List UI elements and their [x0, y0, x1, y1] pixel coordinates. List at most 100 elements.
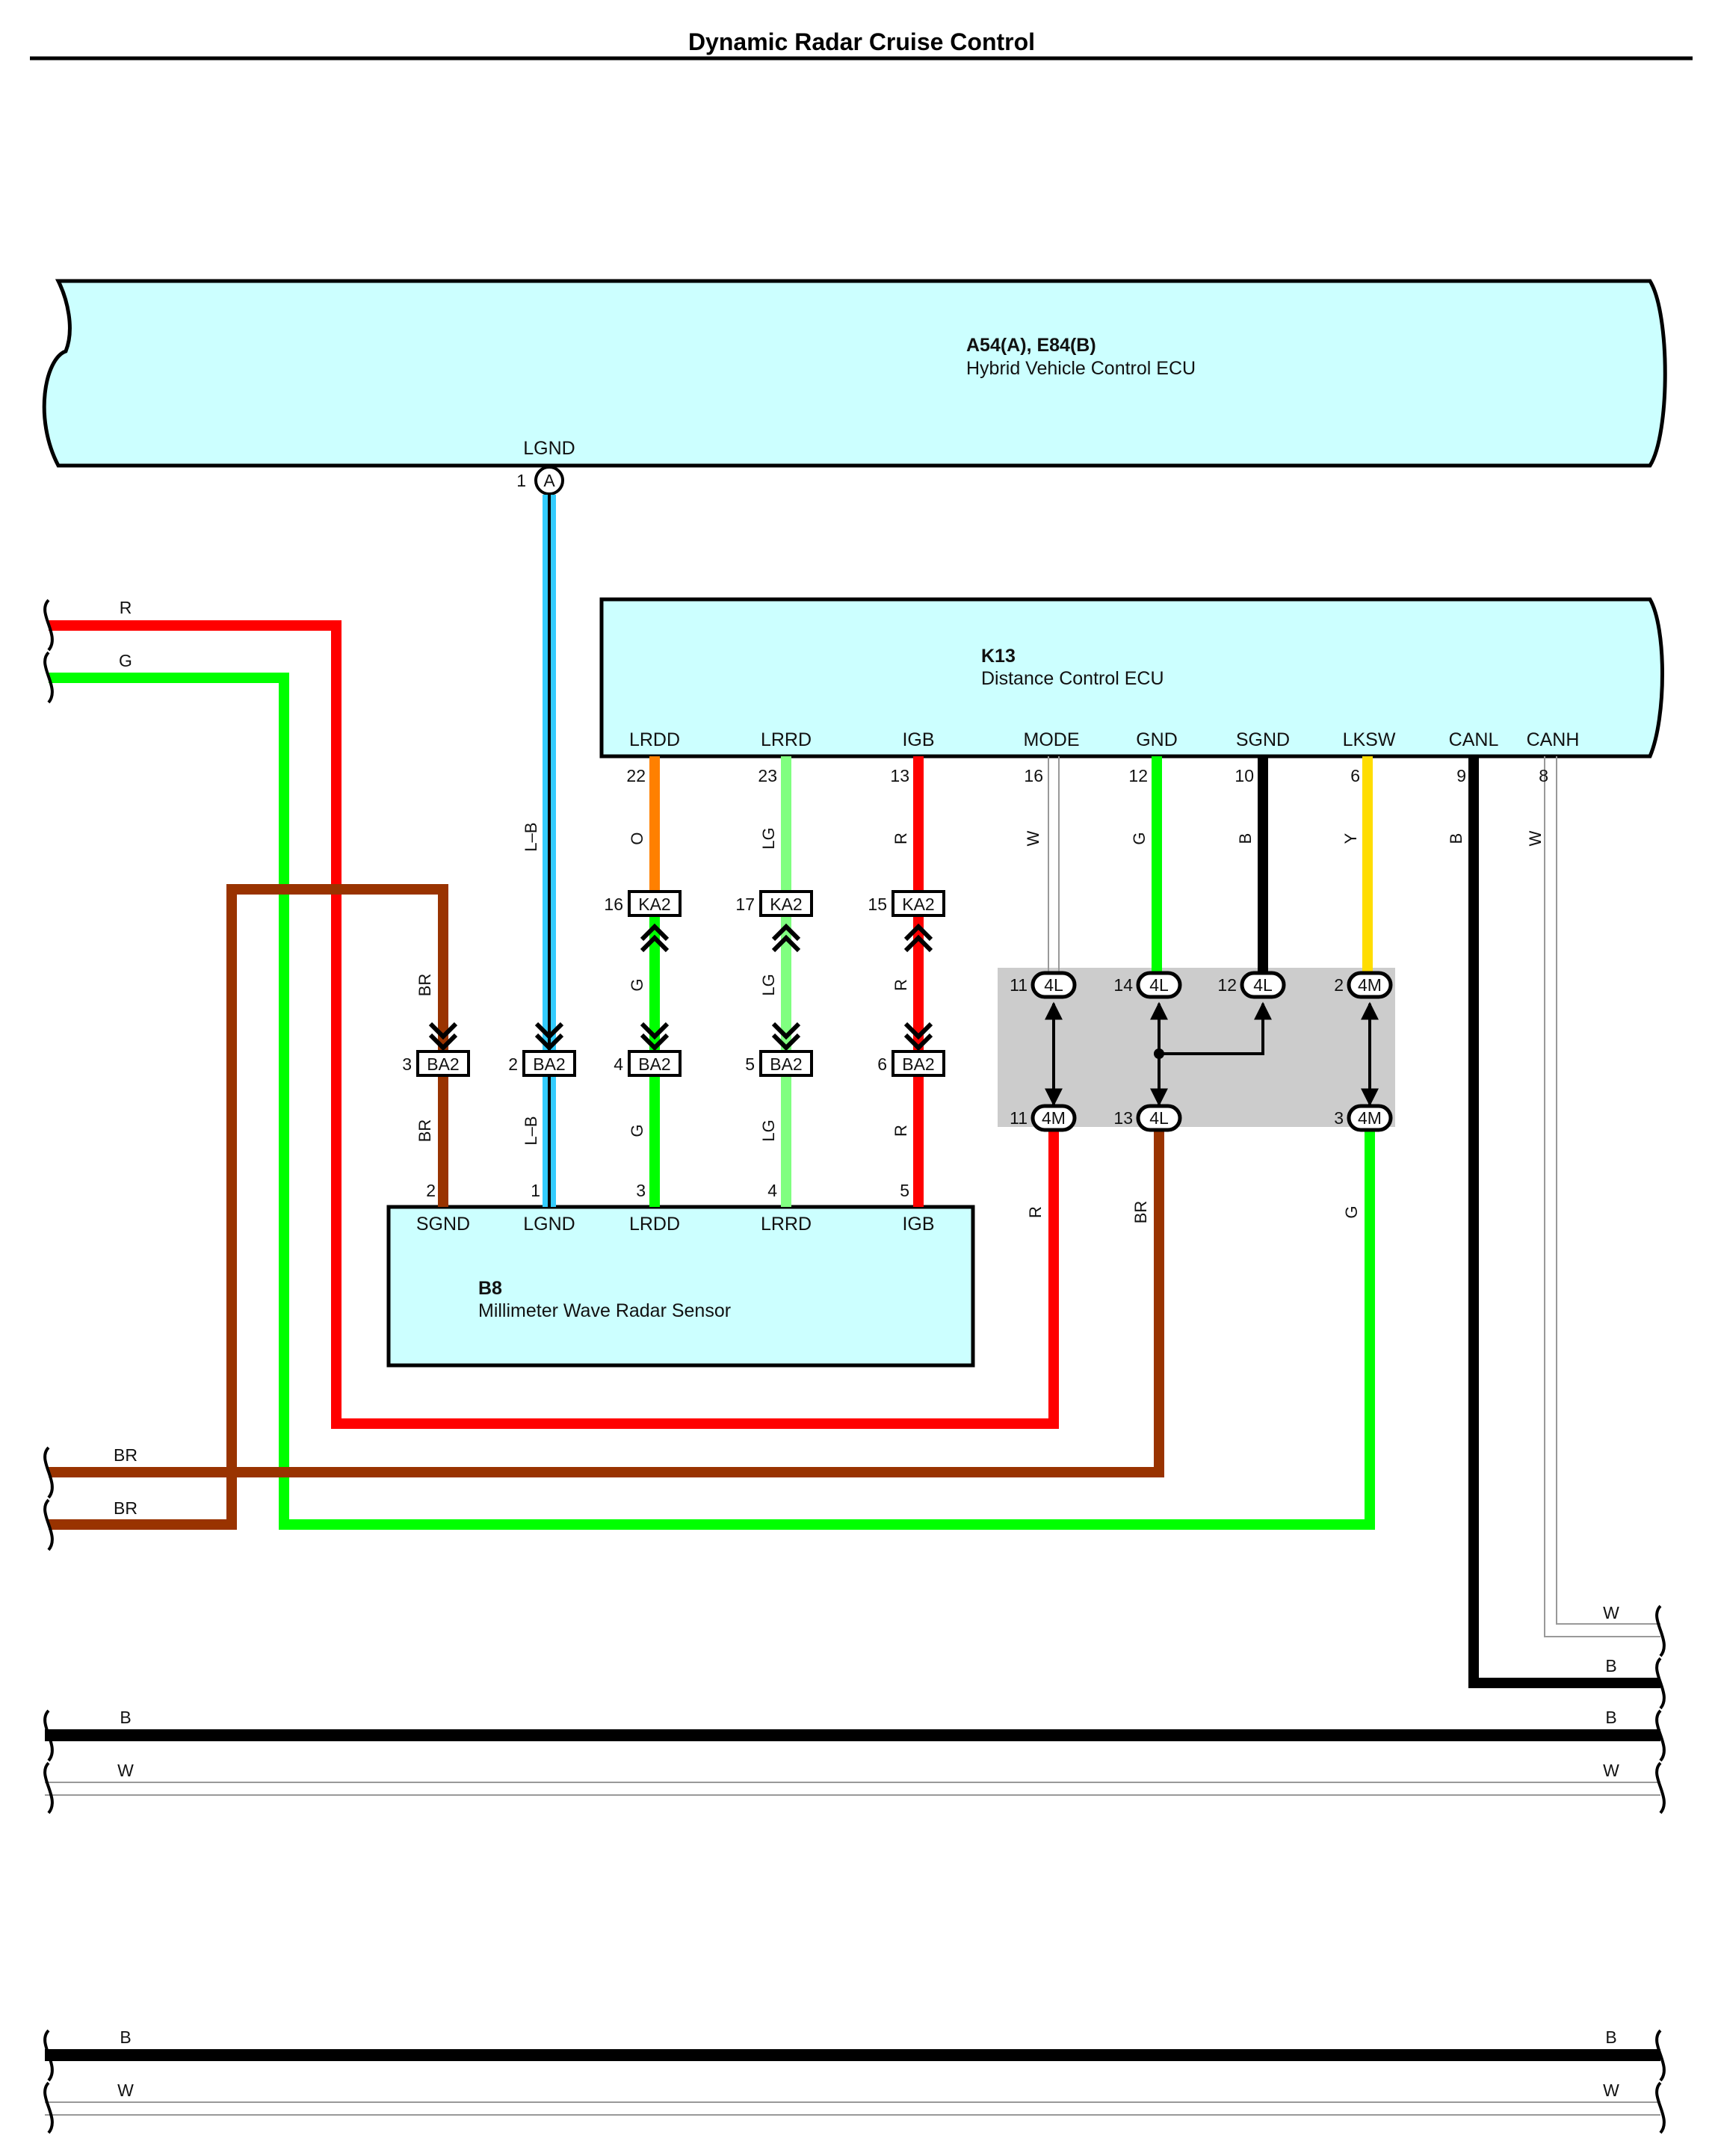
- wire-canl: [1468, 756, 1660, 1688]
- right-label: B: [1605, 1708, 1616, 1727]
- ba2-num: 6: [877, 1054, 887, 1074]
- dc-pin-name-lrdd: LRDD: [629, 729, 680, 750]
- left-label: R: [120, 598, 132, 617]
- ka2-label: KA2: [770, 895, 802, 914]
- junction-top-oval: [1347, 971, 1393, 999]
- wire-canh-a: [1544, 756, 1660, 1637]
- dc-pin-num-lrdd: 22: [626, 766, 646, 785]
- code-junction-g: G: [1342, 1205, 1361, 1218]
- right-edge-labels: W B B W B W: [1603, 1603, 1619, 2100]
- junction-top-label: 4L: [1044, 975, 1063, 995]
- right-break-marks: [1655, 1604, 1666, 2134]
- radar-pin-name-lrdd: LRDD: [629, 1214, 680, 1235]
- junction-top-oval: [1240, 971, 1286, 999]
- wire-brown-left-upper: [49, 1113, 1164, 1477]
- dc-ecu-pins: LRDD LRRD IGB MODE GND SGND LKSW CANL CA…: [626, 729, 1579, 785]
- ka2-box: [628, 890, 682, 917]
- radar-pin-num-lrrd: 4: [767, 1181, 777, 1200]
- ba2-box: [892, 1050, 945, 1077]
- code-canh: W: [1526, 830, 1545, 846]
- ka2-box: [759, 890, 813, 917]
- left-label: W: [117, 1761, 134, 1780]
- junction-bottom-label: 4L: [1149, 1108, 1169, 1128]
- radar-pin-num-lrdd: 3: [636, 1181, 646, 1200]
- code-lrdd: O: [628, 832, 646, 844]
- radar-pin-name-lrrd: LRRD: [761, 1214, 812, 1235]
- radar-pin-num-sgnd: 2: [426, 1181, 436, 1200]
- code-canl: B: [1447, 833, 1465, 844]
- junction-top-oval: [1030, 971, 1077, 999]
- code-igb-upper: R: [892, 979, 910, 991]
- dc-pin-num-canl: 9: [1456, 766, 1466, 785]
- dc-pin-num-igb: 13: [890, 766, 909, 785]
- junction-top-oval: [1136, 971, 1182, 999]
- wire-green-left: [49, 673, 1375, 1530]
- dc-ecu: K13 Distance Control ECU: [599, 597, 1664, 759]
- code-gnd: G: [1130, 832, 1149, 844]
- junction-bottom-num: 3: [1334, 1108, 1344, 1128]
- hv-ecu-conn-marker: [534, 466, 564, 495]
- dc-ecu-name: Distance Control ECU: [981, 668, 1164, 689]
- code-lrrd-upper: LG: [759, 974, 778, 995]
- code-junction-br: BR: [1131, 1201, 1150, 1224]
- hv-ecu-pin-num: 1: [516, 471, 526, 490]
- junction-bottom-label: 4M: [1358, 1108, 1382, 1128]
- junction-connectors: 4L 11 4L 14 4L 12 4M 2 4M 11 4L 13 4M 3: [1010, 971, 1393, 1132]
- junction-bottom-oval: [1030, 1104, 1077, 1132]
- dc-pin-name-canl: CANL: [1449, 729, 1499, 750]
- ka2-num: 17: [735, 895, 755, 914]
- radar-pin-name-sgnd: SGND: [416, 1214, 470, 1235]
- dc-pin-name-lksw: LKSW: [1343, 729, 1396, 750]
- right-label: W: [1603, 1603, 1619, 1622]
- ba2-num: 3: [402, 1054, 412, 1074]
- junction-top-label: 4M: [1358, 975, 1382, 995]
- left-label: G: [119, 651, 132, 670]
- chevrons: [428, 923, 933, 1051]
- dc-pin-num-gnd: 12: [1128, 766, 1148, 785]
- junction-bottom-num: 11: [1010, 1108, 1028, 1128]
- wire-code-labels: L–B BR G LG R BR L–B G LG R R BR G: [415, 822, 1361, 1223]
- code-lrdd-lower: G: [628, 1124, 646, 1137]
- dc-pin-name-sgnd: SGND: [1236, 729, 1290, 750]
- junction-top-label: 4L: [1253, 975, 1273, 995]
- junction-top-num: 11: [1010, 975, 1028, 995]
- junction-top-num: 2: [1334, 975, 1344, 995]
- junction-top-label: 4L: [1149, 975, 1169, 995]
- left-label: B: [120, 2027, 131, 2047]
- wire-canh-b: [1556, 756, 1660, 1625]
- junction-bottom-label: 4M: [1042, 1108, 1066, 1128]
- dc-pin-name-lrrd: LRRD: [761, 729, 812, 750]
- right-label: B: [1605, 2027, 1616, 2047]
- junction-bottom-oval: [1136, 1104, 1182, 1132]
- radar-pin-name-igb: IGB: [902, 1214, 934, 1235]
- code-lrrd: LG: [759, 827, 778, 849]
- page-title: Dynamic Radar Cruise Control: [688, 28, 1035, 55]
- hv-ecu-conn-label: A: [543, 471, 555, 490]
- hv-ecu: A54(A), E84(B) Hybrid Vehicle Control EC…: [42, 279, 1667, 468]
- code-lrrd-lower: LG: [759, 1119, 778, 1141]
- radar-sensor: B8 Millimeter Wave Radar Sensor: [386, 1205, 975, 1368]
- radar-pin-name-lgnd: LGND: [523, 1214, 575, 1235]
- code-sgnd: B: [1236, 833, 1255, 844]
- code-lgnd-upper: L–B: [522, 822, 540, 851]
- code-sgnd-upper: BR: [415, 974, 434, 997]
- left-label: W: [117, 2081, 134, 2100]
- code-lgnd-lower: L–B: [522, 1116, 540, 1145]
- dc-pin-num-lrrd: 23: [758, 766, 777, 785]
- radar-name: Millimeter Wave Radar Sensor: [478, 1300, 731, 1321]
- dc-pin-num-mode: 16: [1024, 766, 1043, 785]
- ba2-box: [759, 1050, 813, 1077]
- dc-pin-name-canh: CANH: [1527, 729, 1580, 750]
- left-label: BR: [114, 1445, 137, 1465]
- radar-id: B8: [478, 1278, 502, 1299]
- junction-link-sgnd: [1159, 1001, 1272, 1055]
- code-mode: W: [1024, 830, 1042, 846]
- radar-pins: 2 1 3 4 5 SGND LGND LRDD LRRD IGB: [416, 1181, 935, 1235]
- wire-brown-left-lower: [49, 884, 448, 1530]
- ba2-label: BA2: [638, 1054, 670, 1074]
- ka2-label: KA2: [902, 895, 934, 914]
- junction-top-num: 14: [1113, 975, 1133, 995]
- dc-pin-num-canh: 8: [1539, 766, 1548, 785]
- ka2-connectors: KA2 16 KA2 17 KA2 15: [604, 890, 945, 917]
